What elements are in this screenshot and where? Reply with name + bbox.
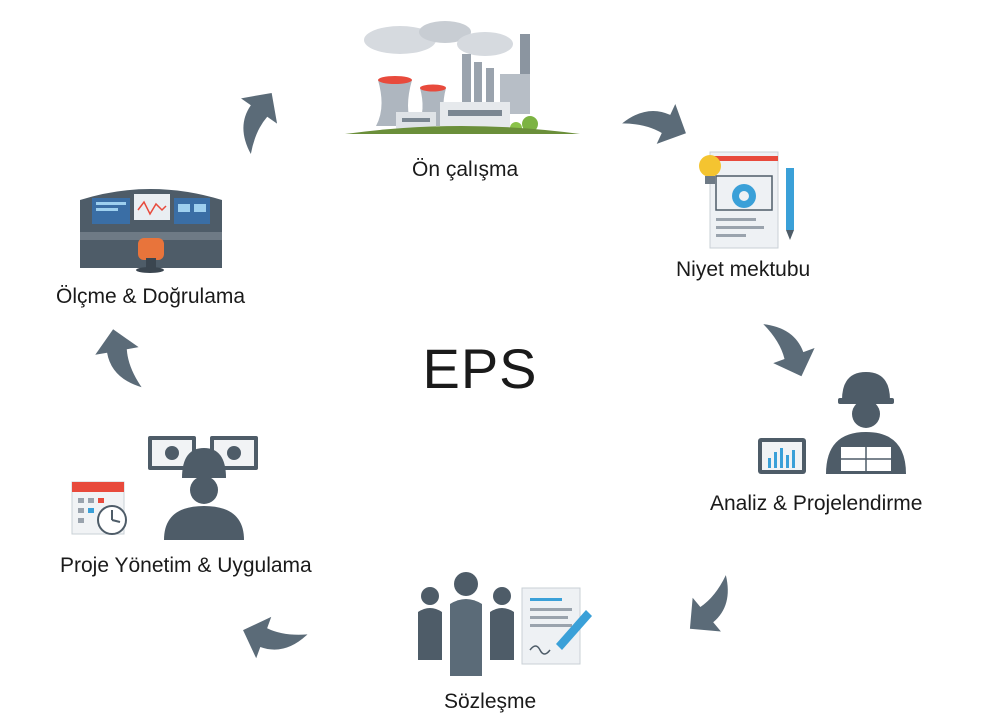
step-label-proje: Proje Yönetim & Uygulama bbox=[60, 554, 312, 577]
step-label-niyet-mektubu: Niyet mektubu bbox=[676, 258, 811, 281]
arrow-olcme-to-on-calisma bbox=[218, 80, 290, 157]
blueprint-document-icon bbox=[699, 151, 794, 249]
control-room-icon bbox=[80, 189, 222, 273]
center-label: EPS bbox=[422, 337, 538, 400]
power-plant-icon bbox=[345, 21, 580, 134]
step-label-sozlesme: Sözleşme bbox=[444, 690, 537, 713]
arrow-analiz-to-sozlesme bbox=[675, 572, 752, 646]
engineer-analysis-icon bbox=[758, 372, 906, 474]
arrow-niyet-to-analiz bbox=[759, 310, 823, 384]
arrow-on-calisma-to-niyet bbox=[620, 87, 696, 154]
step-label-analiz: Analiz & Projelendirme bbox=[710, 492, 923, 515]
step-label-olcme: Ölçme & Doğrulama bbox=[56, 285, 246, 308]
contract-signing-icon bbox=[418, 572, 592, 676]
arrow-proje-to-olcme bbox=[91, 325, 146, 395]
project-management-icon bbox=[71, 436, 258, 540]
step-label-on-calisma: Ön çalışma bbox=[412, 158, 519, 181]
arrow-sozlesme-to-proje bbox=[235, 609, 309, 672]
